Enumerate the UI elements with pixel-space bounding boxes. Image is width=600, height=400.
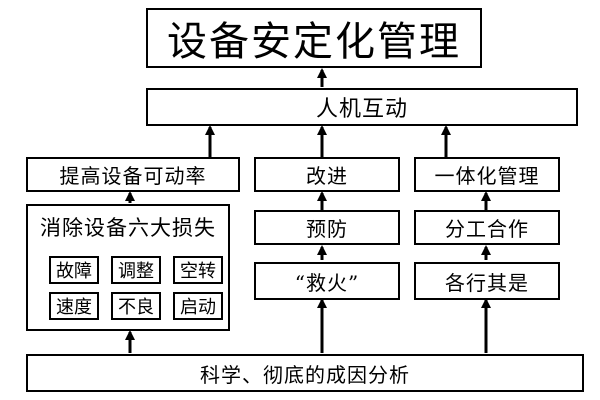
loss-item-speed: 速度 (49, 292, 99, 320)
middle-low-box: “救火” (254, 262, 400, 300)
bottom-analysis-box: 科学、彻底的成因分析 (26, 354, 584, 392)
loss-item-label: 调整 (118, 261, 154, 282)
loss-item-label: 空转 (180, 261, 216, 282)
middle-mid-box: 预防 (254, 210, 400, 245)
loss-item-label: 不良 (118, 297, 154, 318)
loss-item-label: 速度 (56, 297, 92, 318)
losses-group: 消除设备六大损失 故障 调整 空转 速度 不良 启动 (26, 204, 230, 331)
left-top-box: 提高设备可动率 (26, 157, 240, 192)
loss-item-defect: 不良 (111, 292, 161, 320)
right-mid-text: 分工合作 (445, 217, 529, 241)
left-top-text: 提高设备可动率 (59, 164, 207, 188)
loss-item-adjustment: 调整 (111, 256, 161, 284)
title-text: 设备安定化管理 (167, 19, 461, 65)
middle-top-text: 改进 (306, 164, 348, 188)
title-box: 设备安定化管理 (146, 8, 482, 68)
middle-low-text: “救火” (294, 270, 360, 295)
loss-item-idling: 空转 (173, 256, 223, 284)
loss-item-startup: 启动 (173, 292, 223, 320)
loss-item-label: 启动 (180, 297, 216, 318)
losses-group-title: 消除设备六大损失 (40, 216, 216, 240)
bottom-analysis-text: 科学、彻底的成因分析 (200, 362, 410, 387)
right-low-box: 各行其是 (414, 262, 560, 300)
right-top-box: 一体化管理 (414, 157, 560, 192)
interaction-box: 人机互动 (146, 88, 578, 126)
middle-top-box: 改进 (254, 157, 400, 192)
right-low-text: 各行其是 (445, 270, 529, 295)
right-mid-box: 分工合作 (414, 210, 560, 245)
middle-mid-text: 预防 (306, 217, 348, 241)
loss-item-label: 故障 (56, 261, 92, 282)
interaction-text: 人机互动 (315, 97, 408, 122)
loss-item-breakdown: 故障 (49, 256, 99, 284)
right-top-text: 一体化管理 (434, 164, 540, 188)
